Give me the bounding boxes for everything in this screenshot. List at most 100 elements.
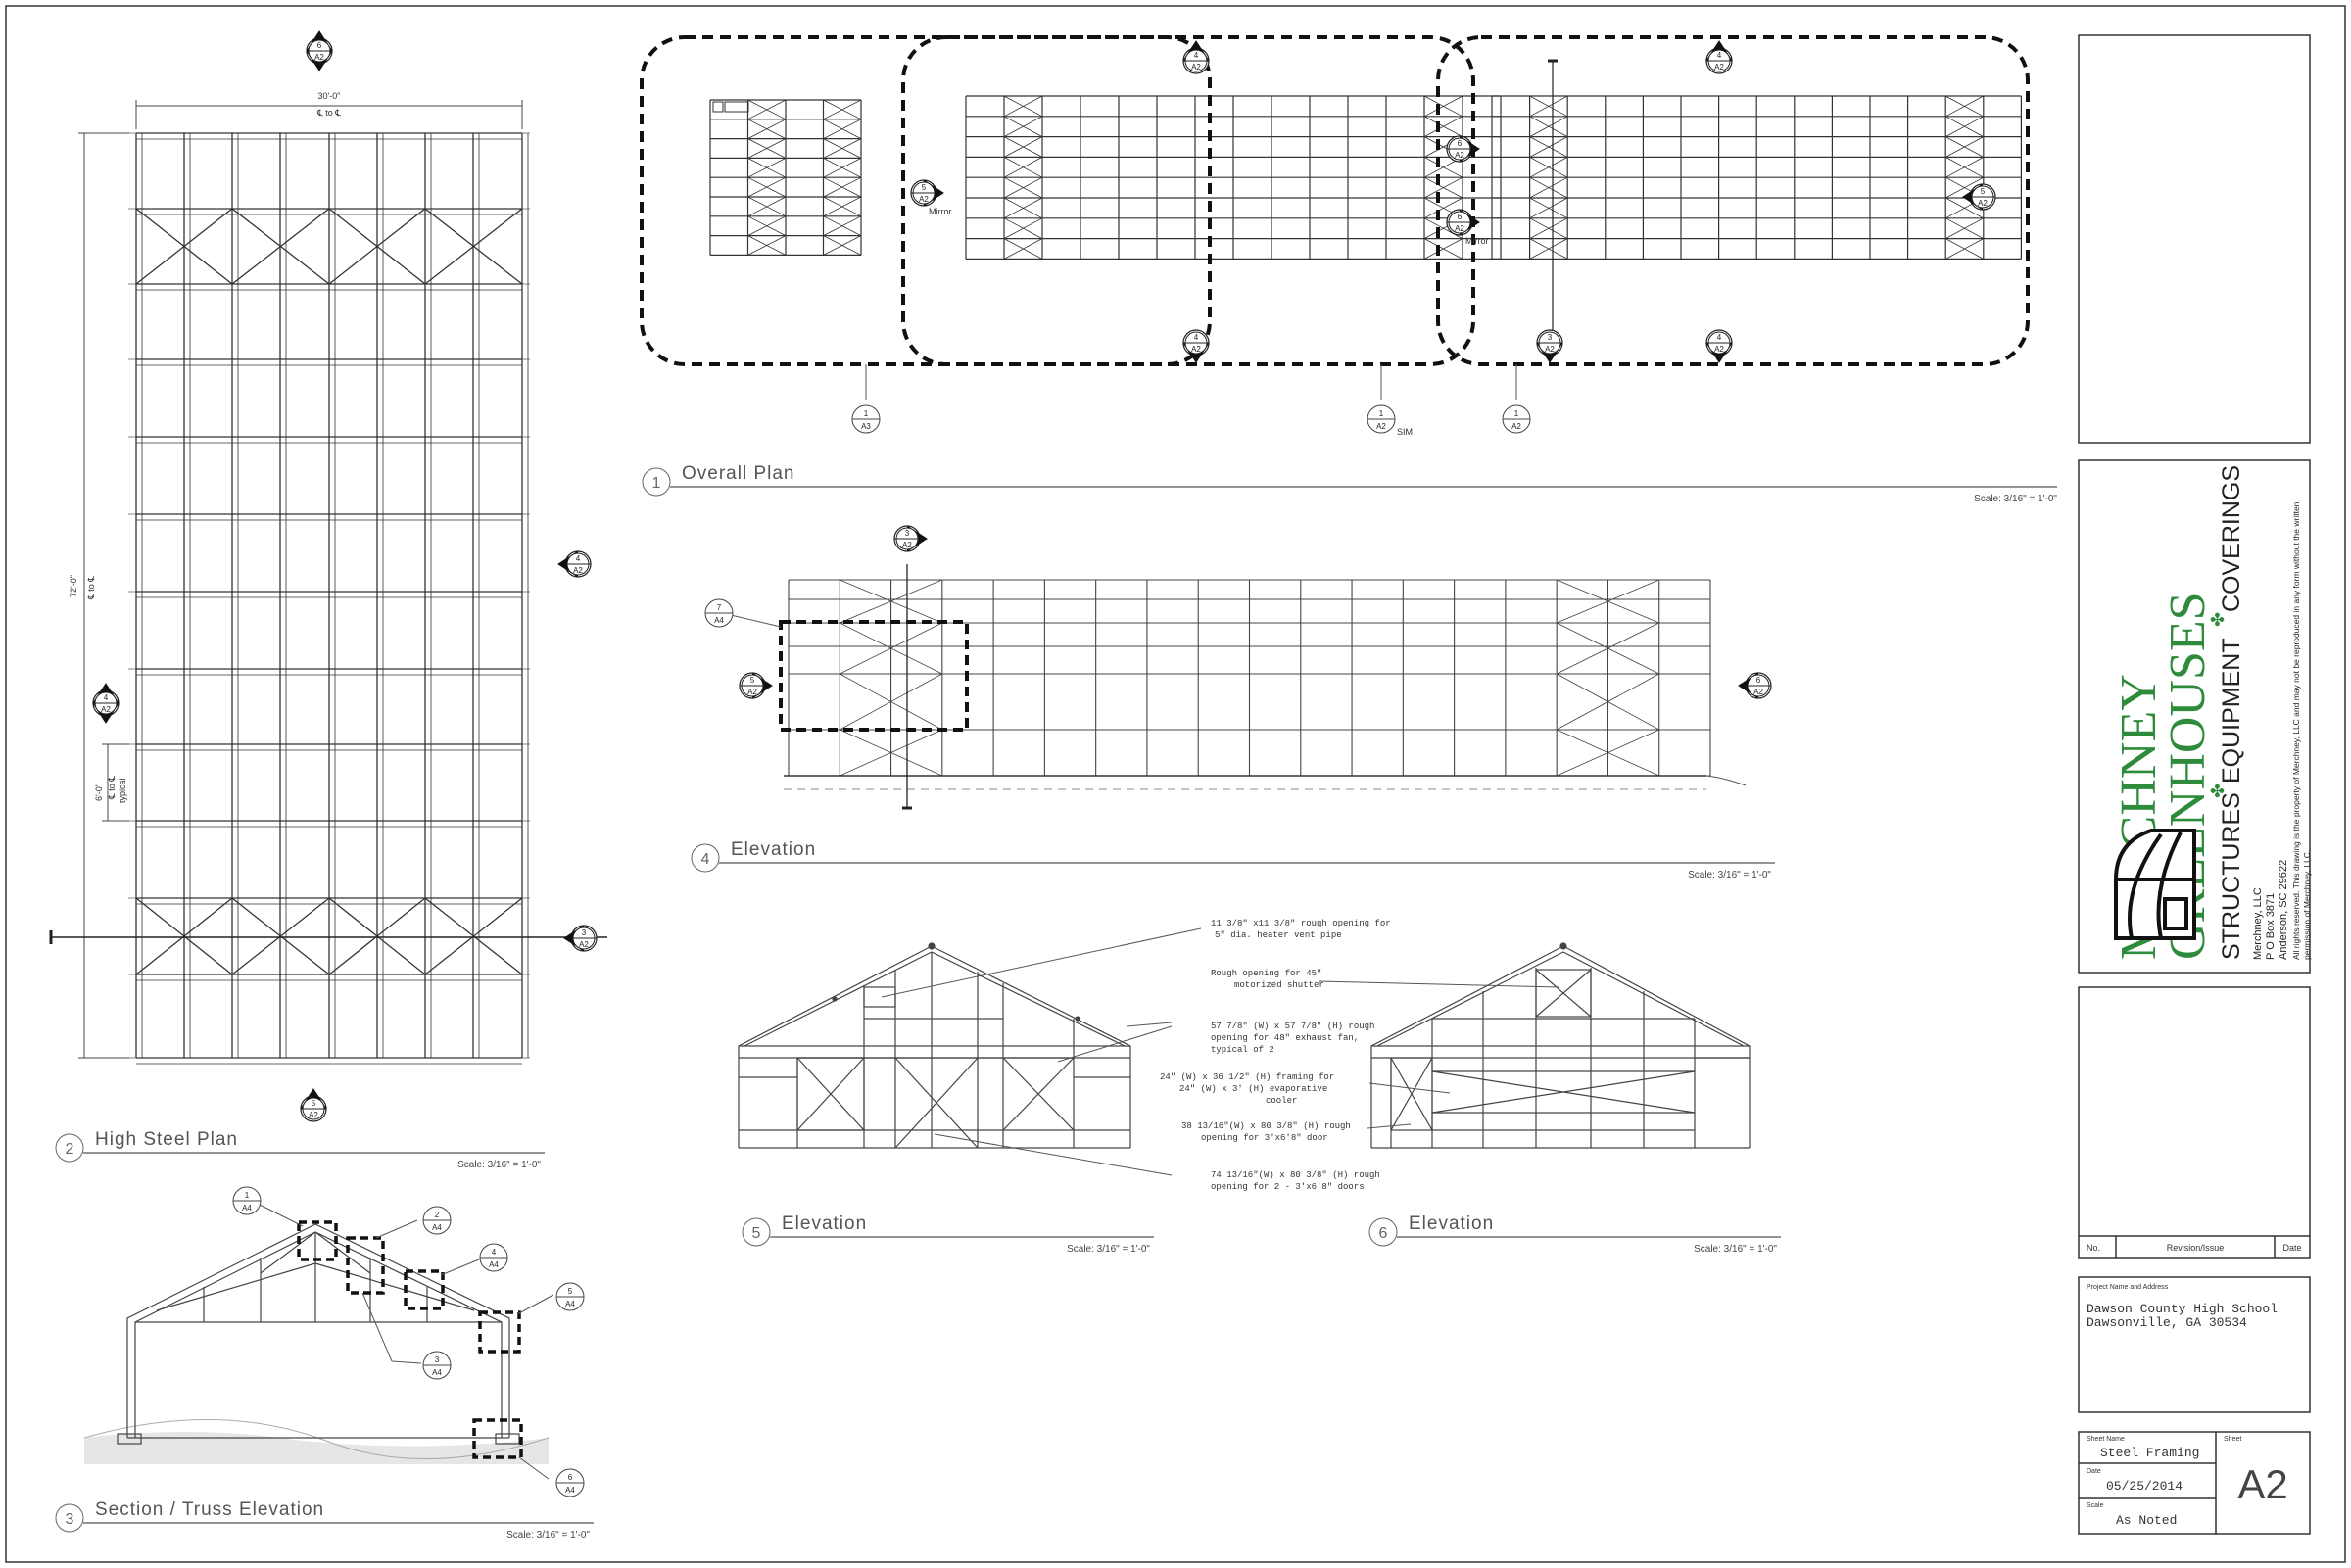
sim-note: SIM (1397, 427, 1413, 437)
x-brace (135, 208, 233, 285)
marker-sheet: A2 (573, 566, 583, 575)
callout-sheet: A4 (565, 1300, 575, 1308)
company-tagline-c: COVERINGS (2218, 465, 2245, 612)
marker-number: 3 (582, 928, 587, 937)
note-fan-3: typical of 2 (1211, 1045, 1274, 1055)
marker-number: 5 (1981, 187, 1986, 196)
scale-label: Scale (2087, 1502, 2104, 1509)
x-brace (1557, 729, 1659, 777)
callout-sheet: A2 (1376, 422, 1386, 431)
note-door-2: opening for 3'x6'8" door (1201, 1133, 1328, 1143)
project-line-2: Dawsonville, GA 30534 (2087, 1315, 2247, 1330)
note-doors-1: 74 13/16"(W) x 80 3/8" (H) rough (1211, 1170, 1380, 1180)
greenhouse-emblem-icon (2114, 829, 2196, 940)
marker-sheet: A2 (309, 1111, 318, 1119)
marker-6-a2-elev: 6A2 (1738, 672, 1772, 699)
marker-sheet: A2 (579, 940, 589, 949)
callout-6-a4: 6A4 (555, 1468, 585, 1497)
marker-sheet: A2 (1753, 688, 1763, 696)
company-panel (2078, 459, 2311, 974)
project-line-1: Dawson County High School (2087, 1302, 2278, 1316)
note-heater-vent-1: 11 3/8" x11 3/8" rough opening for (1211, 919, 1391, 928)
revision-issue-header: Revision/Issue (2167, 1243, 2225, 1253)
marker-number: 4 (1717, 333, 1722, 342)
callout-4-a4: 4A4 (479, 1243, 508, 1272)
grid-symbol-icon (724, 101, 749, 113)
view-scale: Scale: 3/16" = 1'-0" (506, 1530, 590, 1541)
sheet-border (5, 5, 2346, 1563)
marker-sheet: A2 (314, 53, 324, 62)
marker-3-a2: 3A2 (563, 925, 598, 952)
view-scale: Scale: 3/16" = 1'-0" (457, 1160, 541, 1170)
width-dimension (135, 100, 523, 129)
view-number: 4 (701, 851, 710, 868)
marker-6-a2-op2: 6A2 (1446, 209, 1480, 236)
callout-sheet: A4 (242, 1204, 252, 1212)
callout-number: 7 (717, 603, 722, 612)
x-brace (231, 897, 330, 975)
marker-number: 6 (1756, 676, 1761, 685)
marker-3-a2-elev: 3A2 (893, 525, 928, 552)
detail-boxes (297, 1220, 523, 1459)
callout-number: 6 (568, 1473, 573, 1482)
sheet-date: 05/25/2014 (2106, 1479, 2183, 1494)
marker-sheet: A2 (1455, 224, 1464, 233)
note-door-1: 38 13/16"(W) x 80 3/8" (H) rough (1181, 1121, 1351, 1131)
view-number: 5 (752, 1225, 761, 1242)
callout-number: 2 (435, 1211, 440, 1219)
x-brace (840, 729, 942, 777)
marker-number: 3 (905, 529, 910, 538)
overall-plan-grids (709, 95, 2022, 260)
view-title-text: High Steel Plan (95, 1129, 238, 1150)
overall-grid-right (1491, 95, 2022, 260)
callout-number: 1 (245, 1191, 250, 1200)
company-tagline-a: STRUCTURES (2218, 792, 2245, 960)
x-brace (135, 897, 233, 975)
blank-panel (2078, 34, 2311, 444)
note-cooler-3: cooler (1266, 1096, 1297, 1106)
marker-sheet: A2 (1545, 345, 1555, 354)
marker-3-a2-op: 3A2 (1536, 329, 1563, 363)
length-dimension (78, 132, 129, 1059)
callout-bubbles: 6A24A24A23A25A24A24A25A26A26A25A24A24A23… (92, 30, 1996, 1497)
marker-number: 5 (922, 183, 927, 192)
view-title-text: Section / Truss Elevation (95, 1499, 324, 1520)
callout-sheet: A2 (1511, 422, 1521, 431)
view-title-text: Elevation (1409, 1213, 1494, 1234)
marker-sheet: A2 (1191, 63, 1201, 71)
note-fan-1: 57 7/8" (W) x 57 7/8" (H) rough (1211, 1022, 1374, 1031)
sheet-name-label: Sheet Name (2087, 1436, 2125, 1443)
length-dimension-label: 72'-0" (69, 575, 78, 597)
revision-date-header: Date (2282, 1243, 2301, 1253)
width-dimension-label: 30'-0" (318, 91, 341, 101)
x-brace (840, 622, 943, 675)
company-llc: Merchney, LLC (2252, 887, 2264, 960)
sheet-label: Sheet (2224, 1436, 2241, 1443)
mirror-note-1: Mirror (929, 207, 952, 216)
enlarge-area-1 (640, 35, 1212, 366)
project-panel (2078, 1276, 2311, 1413)
x-brace (328, 208, 426, 285)
overall-grid-left (709, 99, 862, 256)
section-truss-elevation (83, 1204, 554, 1480)
callout-sheet: A3 (861, 422, 871, 431)
truss-outline (126, 1223, 510, 1438)
enlarge-area-3 (1436, 35, 2030, 366)
marker-5-a2-op2: 5A2 (1962, 183, 1996, 211)
grade (84, 1431, 549, 1464)
marker-sheet: A2 (919, 195, 929, 204)
view-scale: Scale: 3/16" = 1'-0" (1694, 1244, 1777, 1255)
bay-dimension (102, 743, 129, 822)
callout-sheet: A4 (489, 1260, 499, 1269)
marker-4-a2-op1: 4A2 (1182, 40, 1210, 74)
elevation-5 (738, 942, 1131, 1149)
marker-number: 6 (1458, 139, 1463, 148)
overall-plan: Mirror Mirror SIM (640, 35, 2030, 437)
callout-number: 5 (568, 1287, 573, 1296)
revision-panel (2078, 986, 2311, 1259)
